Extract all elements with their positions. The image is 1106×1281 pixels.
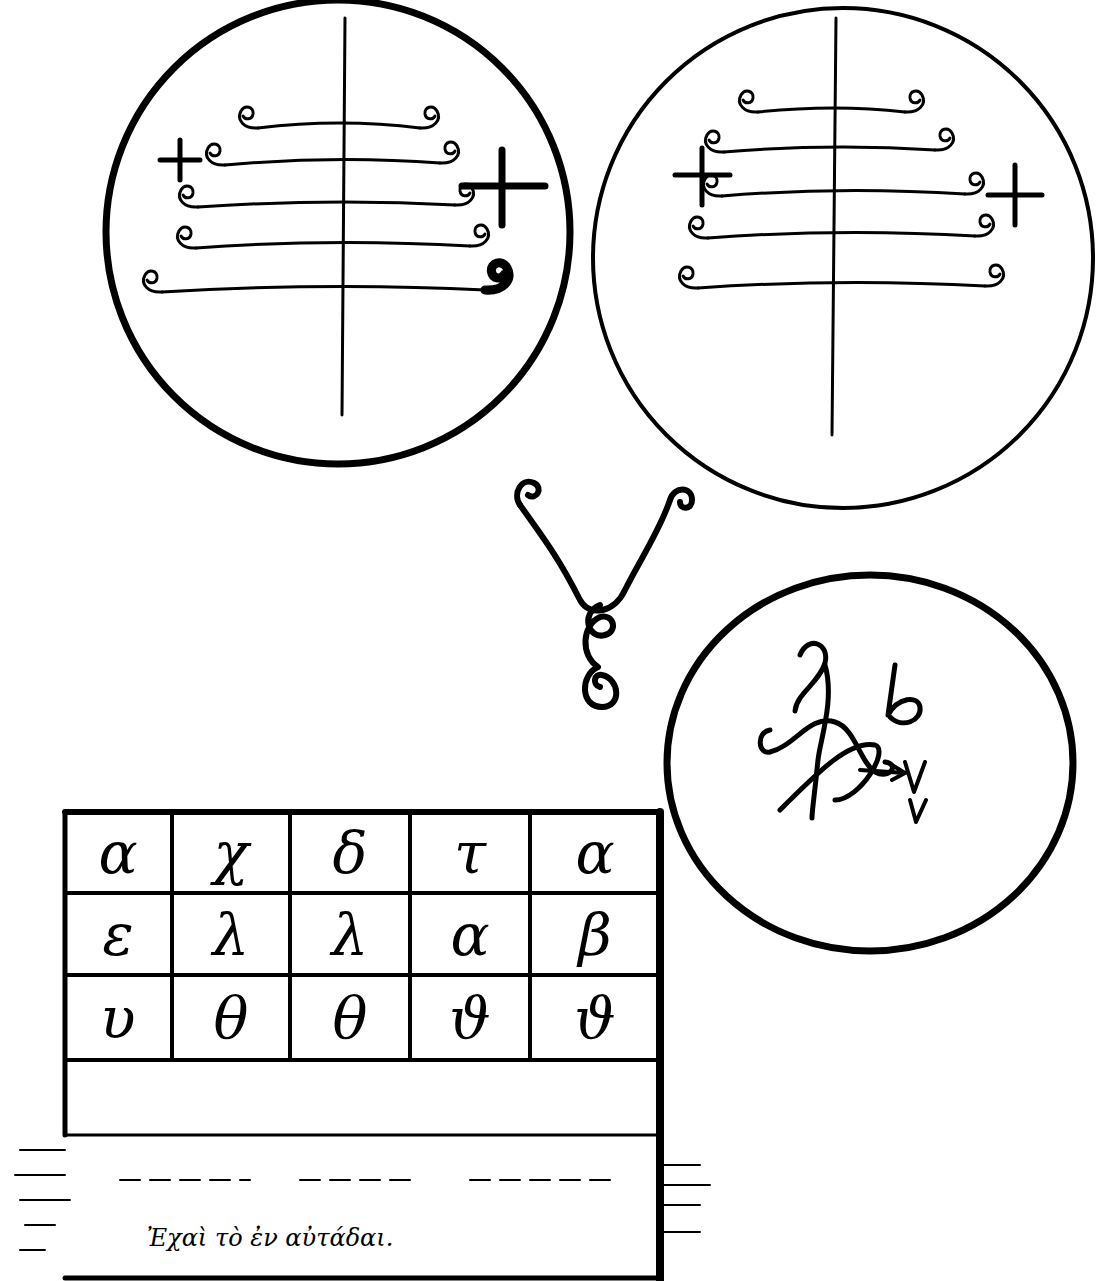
table-cell: τ <box>454 824 486 882</box>
seal-circle <box>593 8 1093 508</box>
table-cell: ε <box>102 906 133 964</box>
sigil-circle <box>667 575 1073 951</box>
knot-symbol <box>517 482 692 707</box>
table-cell: α <box>98 824 137 882</box>
table-cell: θ <box>214 989 249 1047</box>
table-cell: δ <box>333 824 368 882</box>
table-cell: ϑ <box>449 989 490 1047</box>
letter-table <box>15 812 710 1281</box>
seal-circle <box>106 0 570 464</box>
table-cell: β <box>578 906 612 964</box>
table-cell: λ <box>332 906 369 964</box>
inscription-text: Ἐχαὶ τὸ ἐν αὐτάδαι. <box>147 1226 394 1250</box>
table-cell: λ <box>213 906 250 964</box>
table-cell: θ <box>333 989 368 1047</box>
table-cell: α <box>450 906 489 964</box>
table-cell: υ <box>100 989 135 1047</box>
table-cell: χ <box>213 824 248 882</box>
table-cell: α <box>575 824 614 882</box>
table-cell: ϑ <box>574 989 615 1047</box>
